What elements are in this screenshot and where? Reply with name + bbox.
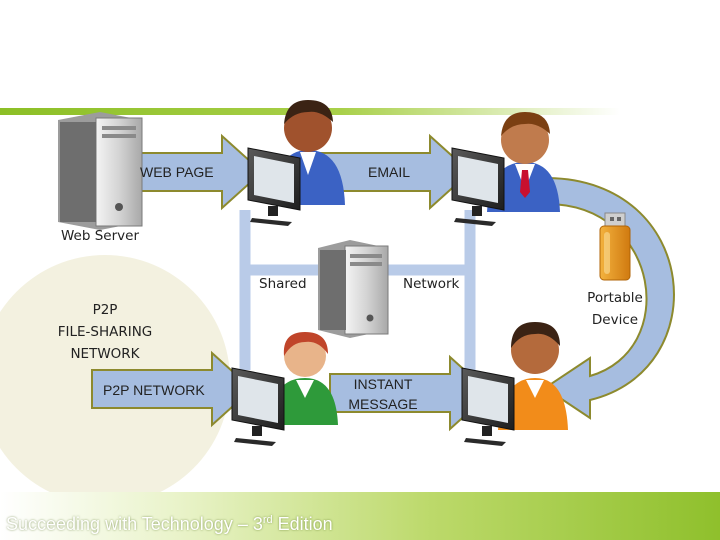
- portable-device-label: Portable Device: [575, 287, 655, 331]
- monitor-1: [247, 147, 301, 226]
- p2p-network-arrow-label: P2P NETWORK: [103, 382, 205, 398]
- monitor-4: [461, 367, 515, 446]
- user-2-avatar: [487, 112, 560, 212]
- footer-title-sup: rd: [262, 514, 273, 526]
- web-server-tower: [58, 112, 143, 230]
- footer-title-end: Edition: [272, 514, 333, 534]
- user-4-avatar: [498, 322, 568, 430]
- p2p-file-sharing-network-label: P2P FILE-SHARING NETWORK: [40, 299, 170, 365]
- portable-device-line1: Portable: [587, 290, 643, 306]
- shared-label: Shared: [259, 276, 307, 292]
- user-3-avatar: [268, 332, 338, 425]
- portable-device-line2: Device: [591, 312, 639, 328]
- instant-message-label: INSTANT MESSAGE: [336, 374, 430, 414]
- shared-server-tower: [318, 240, 389, 338]
- footer-band: [0, 492, 720, 540]
- network-label: Network: [403, 276, 460, 292]
- email-label: EMAIL: [368, 164, 411, 180]
- footer-title: Succeeding with Technology – 3rd Edition: [6, 514, 333, 535]
- web-page-label: WEB PAGE: [140, 164, 214, 180]
- web-server-label: Web Server: [61, 228, 139, 244]
- footer-title-main: Succeeding with Technology – 3: [6, 514, 263, 534]
- p2p-label-line1: P2P: [92, 302, 118, 318]
- instant-message-line2: MESSAGE: [348, 396, 418, 412]
- monitor-3: [231, 367, 285, 446]
- monitor-2: [451, 147, 505, 226]
- usb-drive-icon: [599, 212, 631, 281]
- p2p-label-line3: NETWORK: [70, 346, 140, 362]
- p2p-label-line2: FILE-SHARING: [57, 324, 153, 340]
- instant-message-line1: INSTANT: [353, 376, 413, 392]
